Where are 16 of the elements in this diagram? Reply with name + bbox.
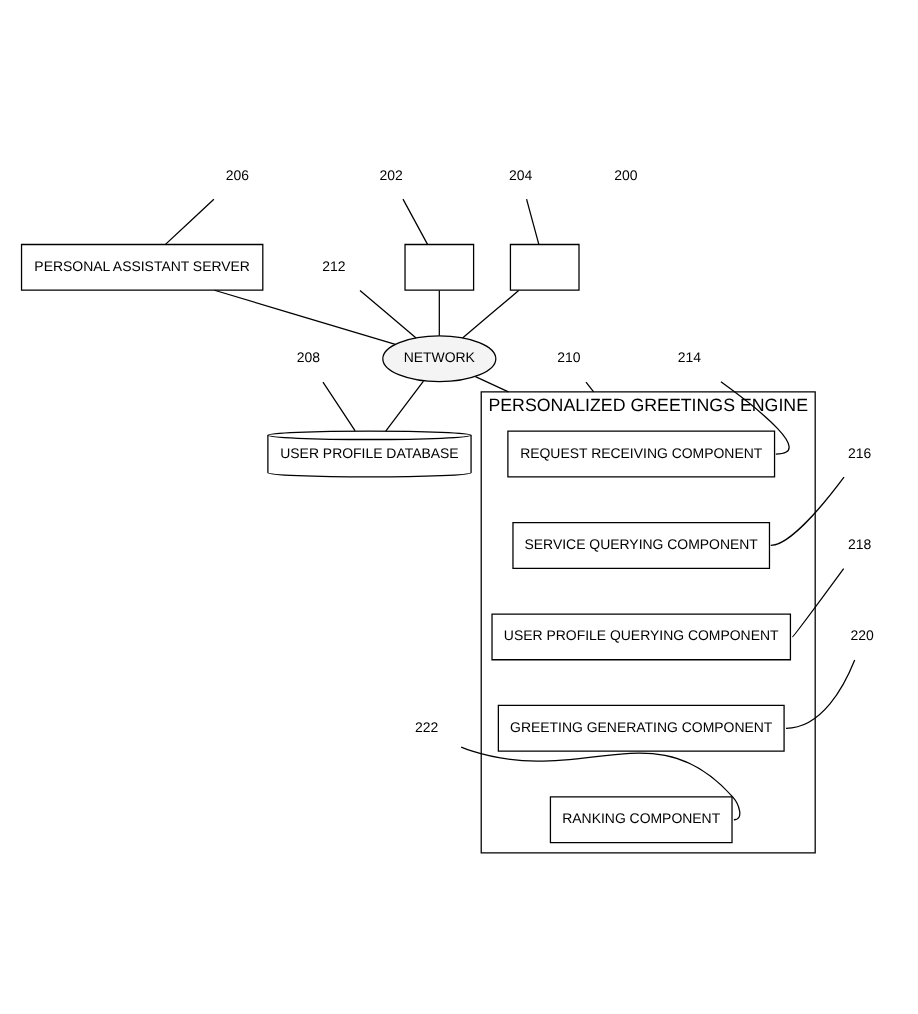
connector: [385, 379, 425, 431]
connector: [164, 197, 215, 244]
connector: [525, 197, 540, 244]
connector: [785, 658, 856, 728]
connector: [438, 288, 440, 336]
connector: [213, 288, 396, 344]
node-box: [509, 242, 580, 290]
connector: [461, 288, 520, 338]
connector: [585, 380, 595, 392]
connector: [460, 745, 741, 820]
connector: [770, 475, 845, 546]
connector: [402, 197, 429, 244]
connector: [474, 375, 510, 392]
connector: [359, 288, 417, 338]
node-box: [404, 242, 475, 290]
connector: [322, 380, 356, 431]
